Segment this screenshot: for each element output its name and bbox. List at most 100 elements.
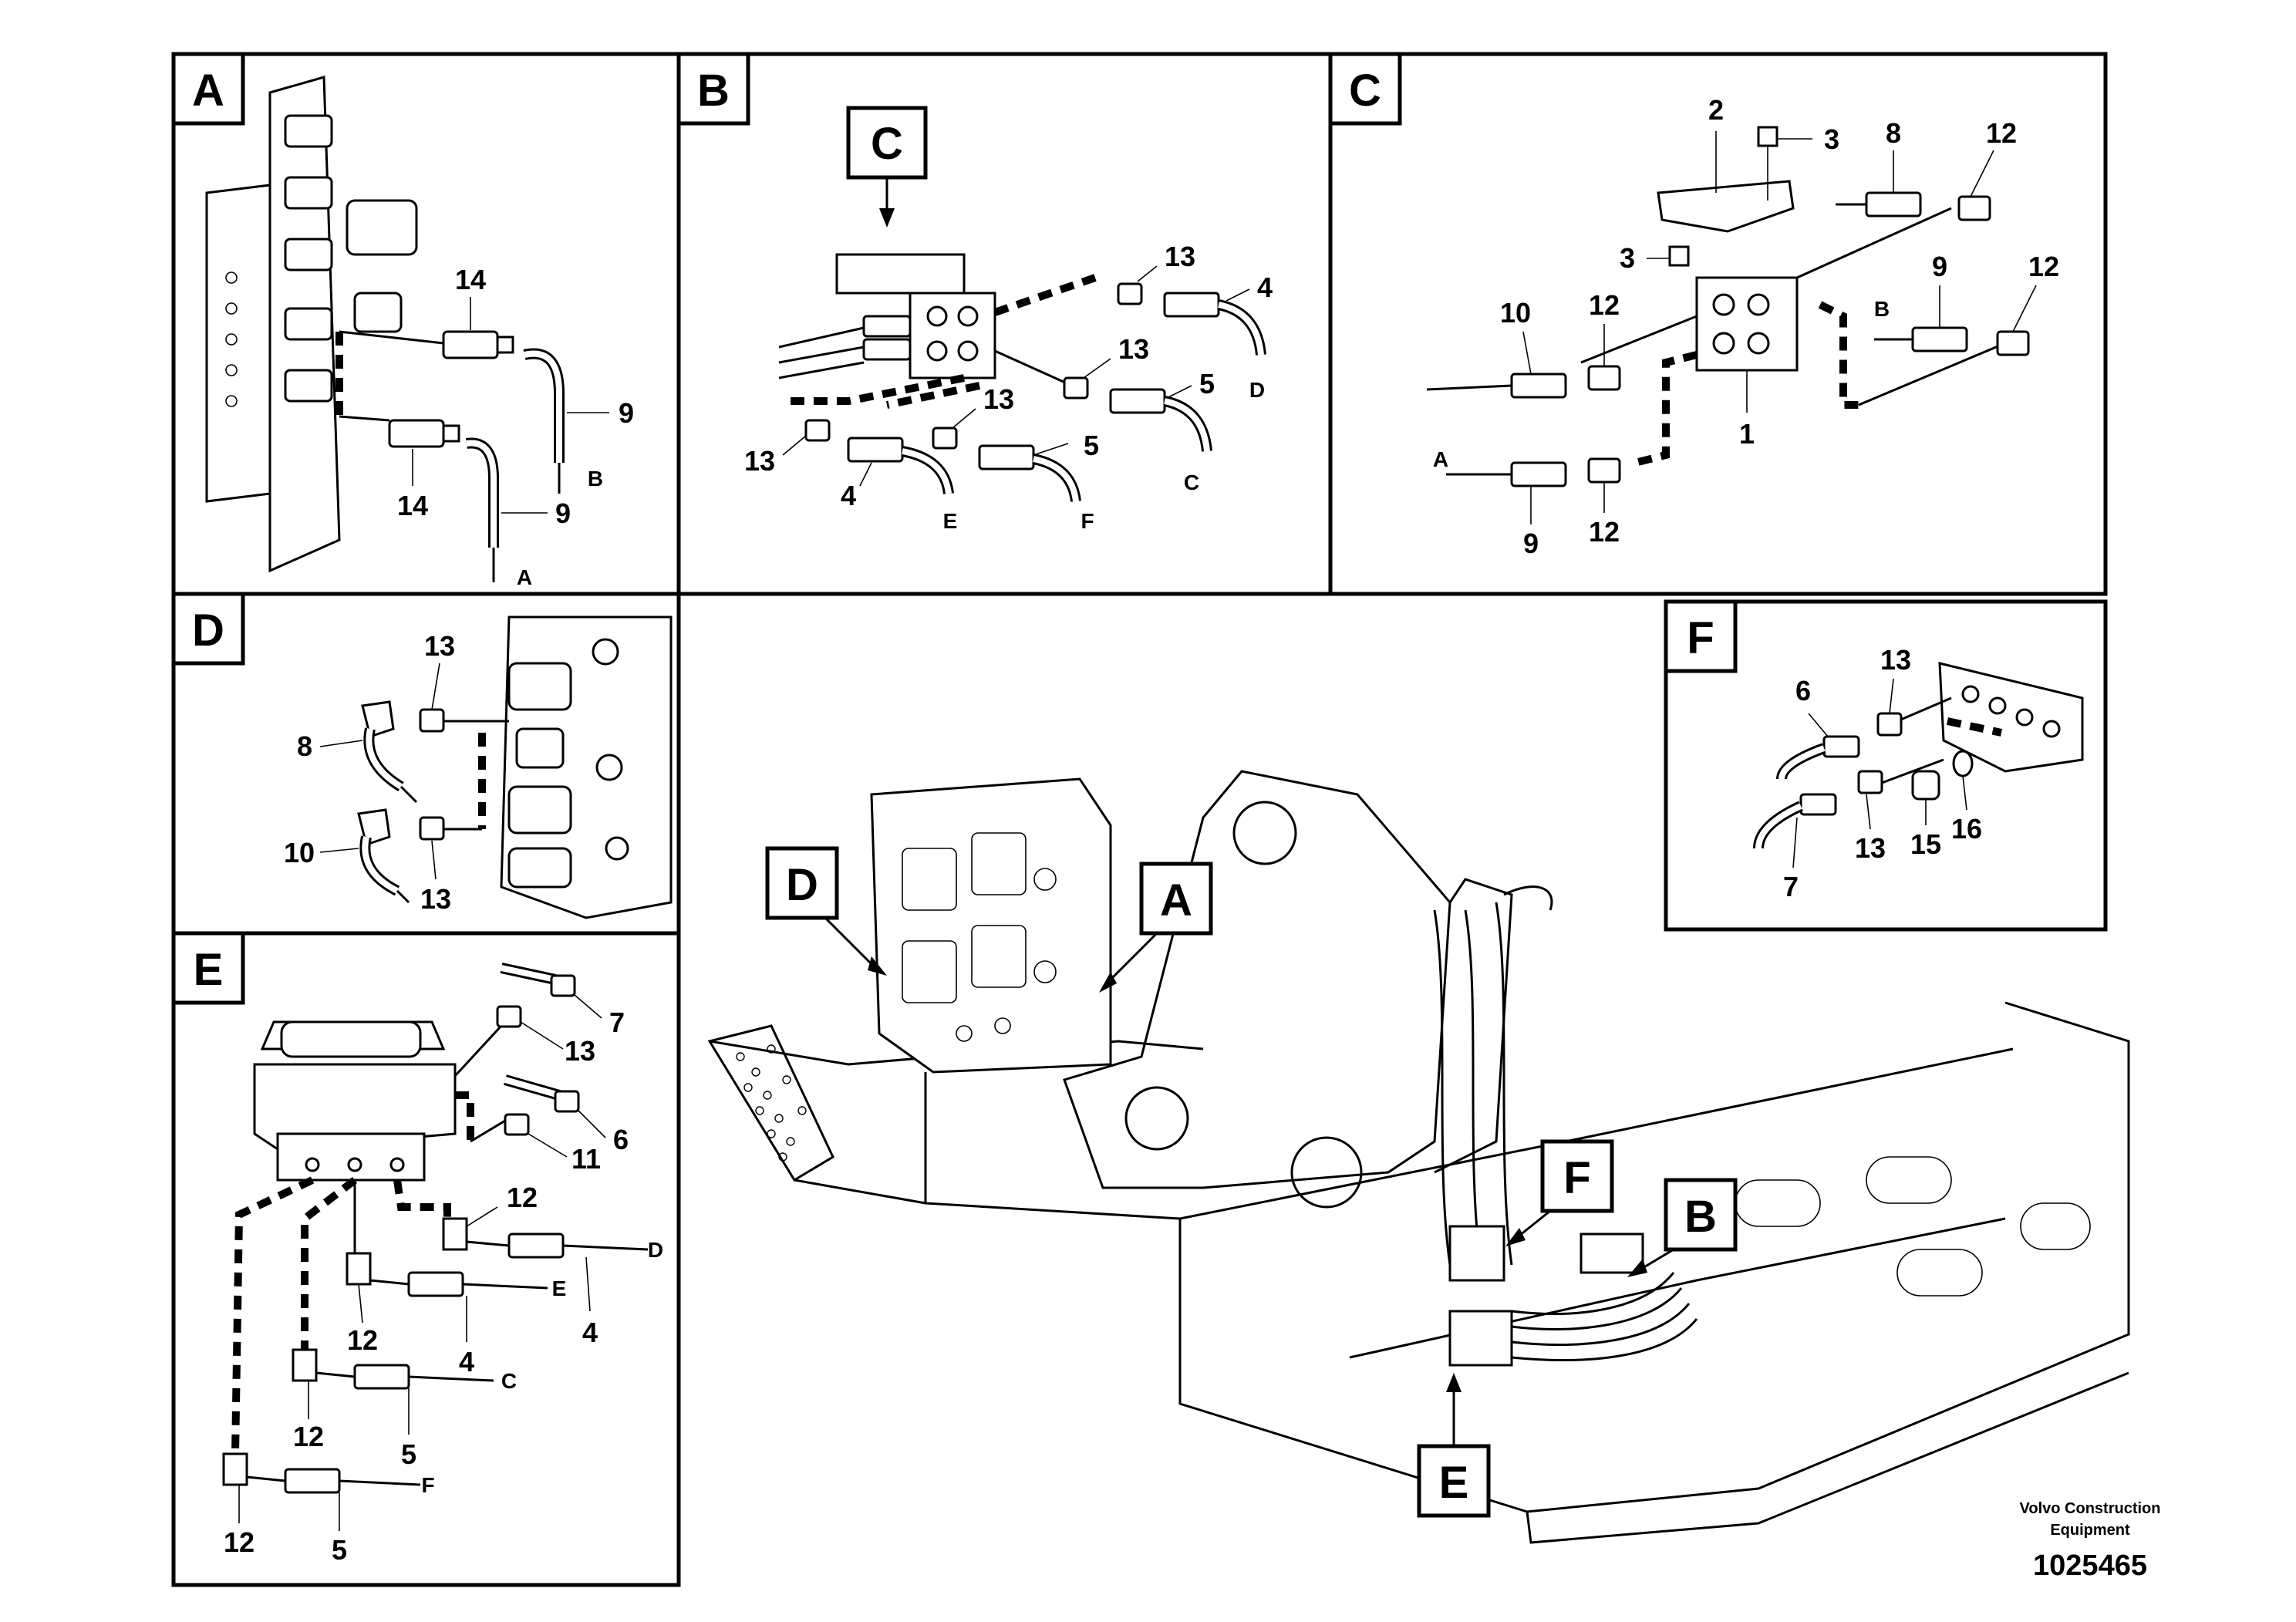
brand-line-1: Volvo Construction (2020, 1500, 2161, 1517)
callout-5: 5 (1084, 430, 1099, 461)
hose-10 (1510, 373, 1567, 399)
callout-13: 13 (565, 1035, 595, 1067)
overview-tag-e (1417, 1444, 1491, 1518)
overview-tag-a-letter: A (1160, 875, 1192, 926)
callout-5: 5 (332, 1534, 347, 1566)
callout-4: 4 (582, 1317, 598, 1348)
hose-5 (353, 1364, 410, 1390)
callout-10: 10 (1500, 297, 1531, 329)
hose-4 (407, 1271, 464, 1297)
dashed-connection-line (1818, 301, 1859, 409)
hose-end-b: B (1874, 297, 1890, 321)
callout-12: 12 (507, 1182, 538, 1213)
hose-bundle (778, 326, 865, 379)
hose-end-e: E (943, 509, 958, 533)
callout-13: 13 (424, 630, 455, 662)
footer: Volvo Construction Equipment 1025465 (2020, 1500, 2161, 1582)
fitting-11 (504, 1113, 530, 1136)
callout-13: 13 (744, 445, 775, 477)
panel-e: E (171, 931, 681, 1587)
panel-f-tag (1664, 599, 1738, 673)
elbow-12 (442, 1217, 468, 1251)
callout-13: 13 (1880, 644, 1911, 676)
callout-10: 10 (284, 837, 315, 868)
nut (496, 336, 514, 354)
hose-end-a: A (517, 565, 532, 589)
fitting-13 (804, 419, 831, 442)
fitting-13 (496, 1005, 522, 1028)
panel-d-tag (171, 592, 245, 666)
panel-d: D 13 8 10 13 (171, 592, 681, 936)
dashed-connection-line (791, 374, 965, 405)
hose-end-b: B (588, 467, 603, 491)
screw-3 (1757, 126, 1778, 147)
pilot-valve-block (835, 253, 996, 379)
boom-hose (1433, 909, 1451, 1266)
callout-9: 9 (1523, 528, 1539, 559)
hose-end-c: C (501, 1369, 517, 1393)
fitting-13 (932, 427, 958, 450)
callout-13: 13 (1855, 832, 1886, 864)
elbow-12 (1957, 195, 1991, 221)
callout-5: 5 (1199, 368, 1215, 400)
fitting-13 (419, 708, 445, 733)
detail-c-letter: C (871, 119, 903, 169)
panel-e-tag (171, 931, 245, 1005)
panel-f: F 13 6 13 7 15 16 (1664, 599, 2108, 932)
hose-6 (1822, 735, 1860, 758)
callout-13: 13 (1165, 241, 1195, 272)
upper-frame (1178, 1001, 2130, 1513)
control-valve-stack (205, 76, 418, 573)
pilot-valve-cluster (1448, 1225, 1698, 1367)
callout-4: 4 (841, 480, 856, 511)
fitting-13 (1876, 712, 1903, 737)
overview-tag-f (1540, 1139, 1614, 1213)
dashed-connection-line (393, 1179, 451, 1219)
fitting-13 (1857, 770, 1883, 794)
hose-end-a: A (1433, 447, 1448, 471)
overview-tag-b-letter: B (1684, 1192, 1717, 1242)
panel-b: B C (676, 52, 1333, 596)
fitting-13 (419, 816, 445, 841)
callout-9: 9 (555, 497, 571, 529)
overview-tag-d (765, 846, 839, 920)
dashed-connection-line (885, 382, 981, 409)
callout-8: 8 (1886, 117, 1901, 149)
hose-end-f: F (1081, 509, 1094, 533)
panel-a-letter: A (192, 66, 224, 116)
callout-14: 14 (455, 264, 486, 295)
elbow-12 (222, 1452, 248, 1486)
valve-block-1 (1695, 276, 1799, 372)
hose-5 (1109, 388, 1166, 414)
hose-5 (978, 444, 1035, 470)
elbow (357, 808, 391, 846)
callout-12: 12 (293, 1421, 324, 1452)
overview-tag-b (1664, 1178, 1738, 1252)
panel-b-frame (676, 52, 1333, 596)
callout-2: 2 (1708, 94, 1724, 126)
callout-9: 9 (619, 397, 634, 429)
panel-e-letter: E (194, 945, 224, 995)
hose-end-f: F (421, 1473, 434, 1497)
callout-12: 12 (2028, 251, 2059, 282)
fitting-13 (1117, 282, 1143, 305)
panel-a-tag (171, 52, 245, 126)
hose-end-d: D (648, 1238, 663, 1262)
cover-plate-2 (1657, 180, 1795, 233)
callout-4: 4 (1257, 271, 1273, 303)
dashed-connection-line (231, 1176, 315, 1455)
dashed-connection-line (1633, 351, 1698, 467)
callout-4: 4 (459, 1346, 474, 1378)
hose-5 (284, 1468, 341, 1494)
callout-5: 5 (401, 1438, 416, 1470)
callout-8: 8 (297, 730, 312, 762)
callout-14: 14 (397, 490, 428, 521)
panel-f-letter: F (1687, 613, 1714, 663)
reference-number: 1025465 (2033, 1549, 2147, 1582)
boom-foot-bracket (1063, 770, 1451, 1209)
manifold-block (1938, 662, 2084, 773)
hose-4 (507, 1233, 565, 1259)
callout-11: 11 (571, 1143, 601, 1175)
dashed-connection-line (993, 274, 1097, 316)
